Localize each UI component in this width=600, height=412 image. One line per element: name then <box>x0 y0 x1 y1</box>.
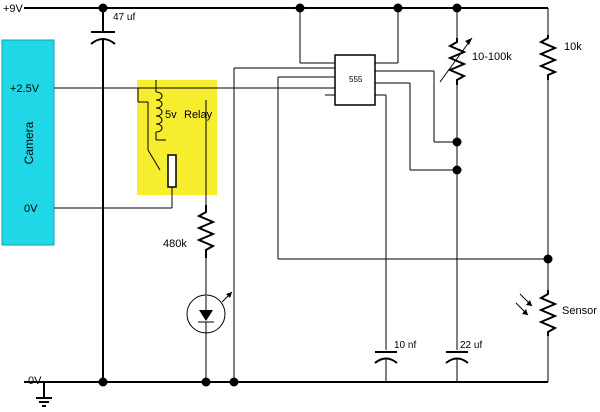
led-resistor-label: 480k <box>163 238 187 250</box>
relay-coil-label: 5v <box>165 109 177 121</box>
timing-cap-label: 22 uf <box>460 340 482 351</box>
camera-block <box>1 39 55 246</box>
relay-coil-icon <box>155 88 166 141</box>
camera-label: Camera <box>22 121 36 164</box>
relay-name-label: Relay <box>184 109 213 121</box>
timer-ic-label: 555 <box>349 75 363 84</box>
ground-icon <box>36 382 52 407</box>
pullup-label: 10k <box>564 41 582 53</box>
camera-pin-common: 0V <box>24 203 38 215</box>
control-cap-label: 10 nf <box>394 340 416 351</box>
junctions <box>98 3 553 387</box>
pot-label: 10-100k <box>472 51 512 63</box>
photodiode-icon <box>186 291 233 334</box>
pullup-resistor-icon <box>538 35 558 80</box>
sensor-icon <box>515 290 558 336</box>
relay-contact <box>167 154 177 188</box>
supply-rail-label: +9V <box>3 3 24 15</box>
supply-cap-label: 47 uf <box>113 12 135 23</box>
potentiometer-icon <box>439 37 473 85</box>
led-resistor-icon <box>196 205 216 258</box>
camera-pin-trigger: +2.5V <box>10 83 40 95</box>
sensor-label: Sensor <box>562 305 597 317</box>
relay-highlight <box>137 80 217 195</box>
timer-ic <box>334 54 376 106</box>
